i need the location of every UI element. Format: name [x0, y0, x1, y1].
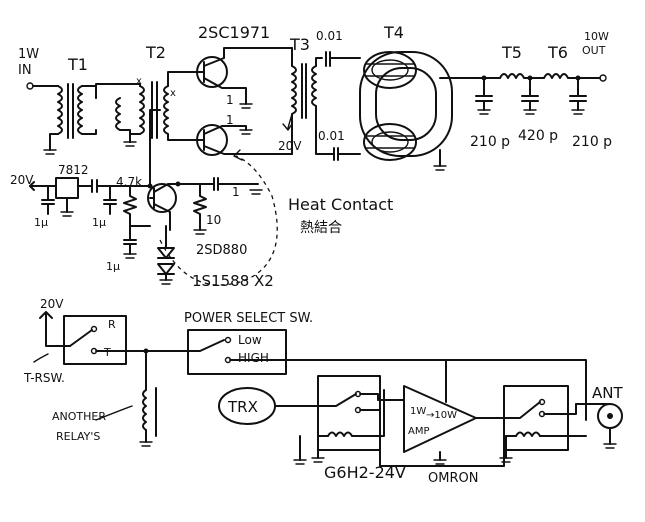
- t3-label: T3: [289, 35, 310, 54]
- regulator-circuit: [29, 177, 151, 217]
- t2-dot-mark-1: x: [136, 76, 142, 87]
- output-out-label: OUT: [582, 44, 606, 57]
- filter-cap-2-label: 420 p: [518, 128, 558, 144]
- reg-cap-2-label: 1µ: [92, 216, 106, 229]
- t3-supply-label: 20V: [278, 139, 302, 153]
- heat-contact-link: [159, 149, 278, 286]
- reg-out-label: 20V: [10, 173, 34, 187]
- regulator-label: 7812: [58, 163, 89, 177]
- coil-supply-line: [293, 435, 307, 465]
- power-select-switch[interactable]: [145, 329, 587, 421]
- t4-label: T4: [383, 23, 404, 42]
- r-emitter-label: 10: [206, 213, 221, 227]
- relay-r-label: R: [108, 318, 116, 331]
- trsw-label: T-RSW.: [23, 371, 65, 385]
- relay-output: [499, 385, 611, 467]
- bias-cap2-label: 1: [232, 185, 240, 199]
- t1-transformer: [43, 83, 137, 155]
- t4-transformer: [359, 51, 479, 171]
- diodes-label: 1S1588 X2: [192, 272, 274, 290]
- another-relays-coil: [95, 348, 157, 447]
- control-supply-label: 20V: [40, 297, 64, 311]
- t1-label: T1: [67, 55, 88, 74]
- relay-model-label: G6H2-24V: [324, 463, 406, 482]
- power-amp: [403, 359, 507, 465]
- power-select-title: POWER SELECT SW.: [184, 311, 313, 326]
- bias-transistor-label: 2SD880: [196, 243, 247, 258]
- r-bias-top-label: 4.7k: [116, 175, 142, 189]
- filter-cap-3-label: 210 p: [572, 134, 612, 150]
- output-filter: [475, 73, 607, 115]
- q-lower-transistor: [195, 124, 293, 156]
- t3-cap-top-label: 0.01: [316, 29, 343, 43]
- t3-transformer: [282, 47, 361, 161]
- t2-dot-mark-2: x: [170, 88, 176, 99]
- trx-label: TRX: [227, 398, 258, 416]
- relay-input: [311, 375, 505, 467]
- antenna-label: ANT: [592, 384, 623, 402]
- another-relays-line2: RELAY'S: [56, 430, 100, 443]
- trx-port: [218, 387, 321, 425]
- filter-cap-1-label: 210 p: [470, 134, 510, 150]
- power-select-low: Low: [238, 333, 262, 347]
- t5-label: T5: [501, 43, 522, 62]
- input-terminal: [26, 82, 59, 90]
- bias-cap-label: 1µ: [106, 260, 120, 273]
- tr-switch: [39, 311, 147, 365]
- input-in-label: IN: [18, 63, 32, 78]
- heat-contact-japanese: 熱結合: [300, 220, 342, 236]
- input-power-label: 1W: [18, 47, 39, 62]
- amp-label: AMP: [408, 426, 430, 437]
- antenna-connector: [597, 403, 623, 449]
- q-upper-transistor: [195, 47, 293, 109]
- amp-in-label: 1W: [410, 406, 426, 417]
- trsw-pointer: [33, 353, 49, 363]
- output-power-label: 10W: [584, 30, 609, 43]
- r-base-2-label: 1: [226, 113, 234, 127]
- amp-out-label: →10W: [426, 410, 457, 421]
- reg-cap-1-label: 1µ: [34, 216, 48, 229]
- t2-transformer: [119, 71, 197, 169]
- t3-cap-bottom-label: 0.01: [318, 129, 345, 143]
- relay-t-label: T: [103, 346, 111, 359]
- t6-label: T6: [547, 43, 568, 62]
- bias-transistor: [123, 167, 263, 285]
- r-base-1-label: 1: [226, 93, 234, 107]
- t2-label: T2: [145, 43, 166, 62]
- power-select-high: HIGH: [238, 351, 269, 365]
- transistor-pair-label: 2SC1971: [198, 23, 270, 42]
- another-relays-line1: ANOTHER: [52, 410, 106, 423]
- relay-brand-label: OMRON: [428, 471, 478, 486]
- heat-contact-label: Heat Contact: [288, 195, 393, 214]
